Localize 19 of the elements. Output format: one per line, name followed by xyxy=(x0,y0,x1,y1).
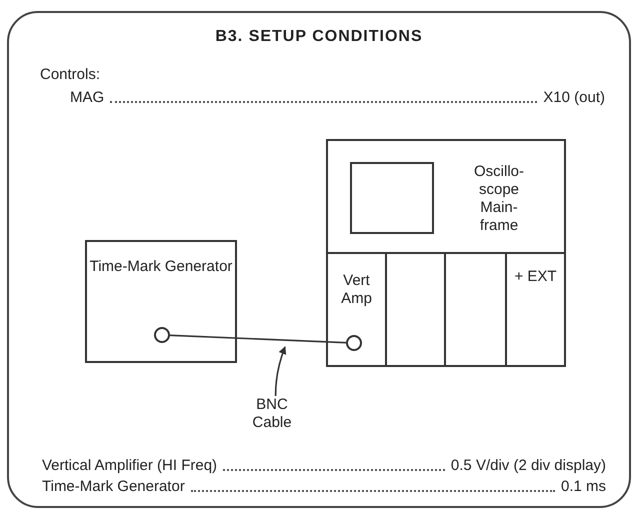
device-label: Oscillo-scope Main-frame xyxy=(472,163,525,235)
section-heading: Controls: xyxy=(40,66,100,84)
cable-line xyxy=(170,334,346,344)
setting-name: Time-Mark Generator xyxy=(42,478,555,496)
setting-name: Vertical Amplifier (HI Freq) xyxy=(42,457,445,475)
setting-value: X10 (out) xyxy=(543,89,605,107)
generator-box xyxy=(85,240,237,363)
connector-jack xyxy=(154,327,170,343)
setting-value: 0.5 V/div (2 div display) xyxy=(450,457,606,475)
setting-name: MAG xyxy=(70,89,537,107)
leader-line xyxy=(274,346,286,396)
mainframe-box xyxy=(326,139,566,367)
setting-value: 0.1 ms xyxy=(560,478,606,496)
device-label: Vert Amp xyxy=(340,272,373,308)
title: B3. SETUP CONDITIONS xyxy=(214,28,424,46)
cable-label: BNC Cable xyxy=(244,396,300,434)
connector-jack xyxy=(346,335,362,351)
device-label: + EXT xyxy=(513,268,558,286)
device-label: Time-Mark Generator xyxy=(88,258,234,276)
